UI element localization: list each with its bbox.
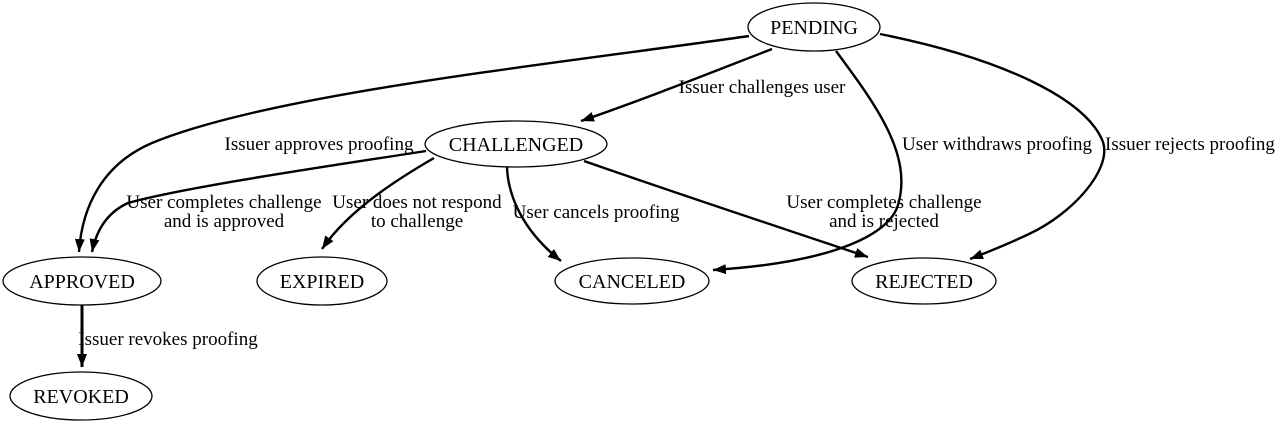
state-node-ellipse-expired (256, 256, 388, 306)
edge-label-approved-to-revoked-line-1: Issuer revokes proofing (78, 329, 258, 350)
edge-pending-to-canceled (712, 50, 903, 275)
edge-challenged-to-expired (321, 156, 435, 250)
state-node-ellipse-approved (2, 256, 162, 306)
edge-label-challenged-to-approved-line-2: and is approved (164, 211, 285, 232)
state-node-challenged: CHALLENGED (424, 120, 608, 168)
edge-label-challenged-to-expired-line-1: User does not respond (332, 192, 502, 213)
state-node-ellipse-canceled (554, 257, 710, 305)
state-node-ellipse-rejected (851, 257, 997, 305)
edge-pending-to-approved (74, 34, 750, 253)
state-node-ellipse-revoked (9, 371, 153, 421)
state-node-label-challenged: CHALLENGED (449, 134, 583, 156)
edge-label-challenged-to-rejected-line-2: and is rejected (829, 211, 939, 232)
edge-pending-to-challenged (580, 47, 773, 123)
edge-label-pending-to-approved-line-1: Issuer approves proofing (225, 134, 414, 155)
state-node-pending: PENDING (747, 2, 881, 52)
state-node-canceled: CANCELED (554, 257, 710, 305)
state-node-revoked: REVOKED (9, 371, 153, 421)
edges-layer (74, 32, 1106, 367)
edge-label-challenged-to-expired-line-2: to challenge (371, 211, 463, 232)
edge-label-pending-to-rejected-line-1: Issuer rejects proofing (1105, 134, 1275, 155)
edge-label-pending-to-canceled-line-1: User withdraws proofing (902, 134, 1092, 155)
state-node-label-expired: EXPIRED (280, 271, 364, 293)
edge-label-pending-to-challenged-line-1: Issuer challenges user (679, 77, 846, 98)
state-node-expired: EXPIRED (256, 256, 388, 306)
edge-pending-to-rejected (879, 32, 1106, 261)
state-node-label-pending: PENDING (770, 17, 858, 39)
edge-label-challenged-to-rejected-line-1: User completes challenge (786, 192, 981, 213)
edge-label-challenged-to-canceled-line-1: User cancels proofing (513, 202, 680, 223)
edge-challenged-to-rejected (583, 159, 869, 259)
state-node-rejected: REJECTED (851, 257, 997, 305)
state-node-ellipse-challenged (424, 120, 608, 168)
state-node-label-rejected: REJECTED (875, 271, 973, 293)
edge-challenged-to-canceled (505, 166, 562, 262)
state-node-label-revoked: REVOKED (33, 386, 129, 408)
edge-challenged-to-approved (89, 149, 427, 253)
nodes-layer: PENDING CHALLENGED APPROVED EXPIRED CANCELED… (2, 2, 997, 421)
state-node-label-approved: APPROVED (29, 271, 135, 293)
edge-label-challenged-to-approved-line-1: User completes challenge (126, 192, 321, 213)
state-node-ellipse-pending (747, 2, 881, 52)
state-node-label-canceled: CANCELED (579, 271, 686, 293)
state-node-approved: APPROVED (2, 256, 162, 306)
